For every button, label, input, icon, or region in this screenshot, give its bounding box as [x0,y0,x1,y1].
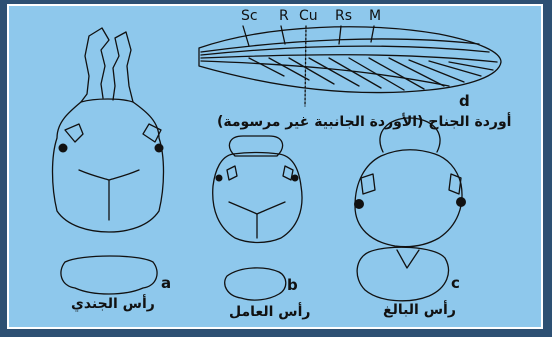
adult-head-caption: رأس البالغ [383,302,456,318]
adult-head-drawing [355,118,462,301]
soldier-head-caption: رأس الجندي [71,296,155,312]
soldier-head-drawing [53,28,164,294]
panel-letter-b: b [287,276,298,294]
panel-letter-d: d [459,92,470,110]
worker-head-caption: رأس العامل [229,304,310,320]
panel-letter-c: c [451,274,460,292]
wing-caption: أوردة الجناح (الأوردة الجانبية غير مرسوم… [217,114,511,130]
panel-letter-a: a [161,274,171,292]
vein-label-sc: Sc [241,8,258,24]
wing-drawing [199,26,501,106]
illustration-panel: Sc R Cu Rs M d a b c أوردة الجناح (الأور… [7,4,543,329]
vein-label-r: R [279,8,289,24]
vein-label-cu: Cu [299,8,318,24]
vein-label-m: M [369,8,381,24]
termite-drawings [9,6,545,331]
vein-label-rs: Rs [335,8,352,24]
